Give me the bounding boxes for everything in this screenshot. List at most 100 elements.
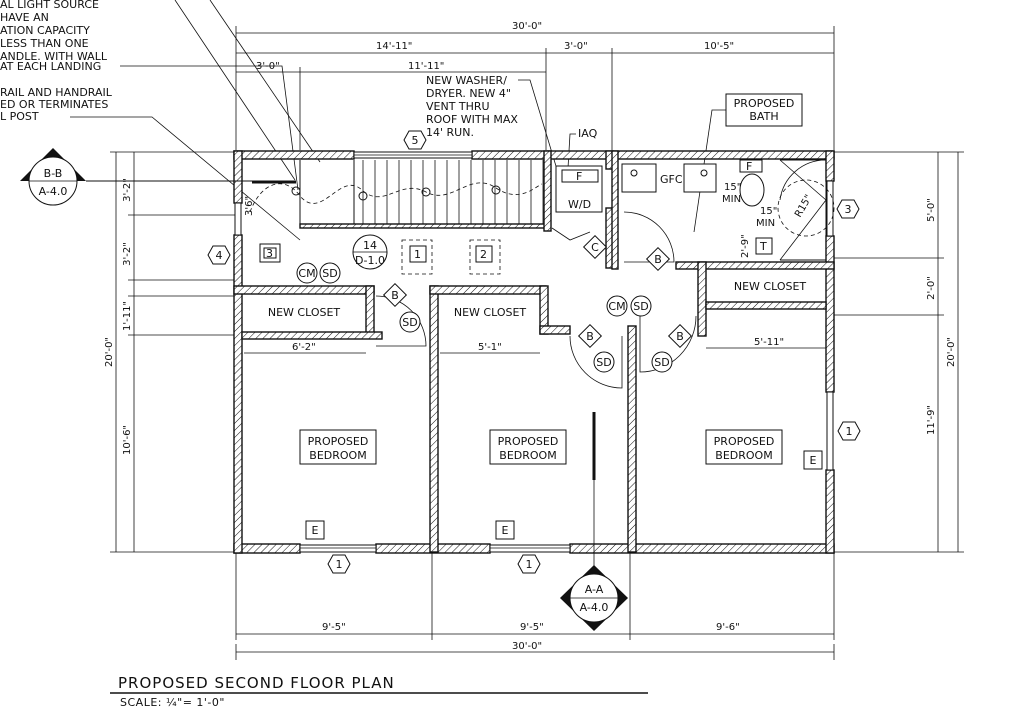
window-tag-text: 3 <box>845 203 852 216</box>
proposed-bath-note: PROPOSED BATH <box>693 93 803 233</box>
note-line: DRYER. NEW 4" <box>426 87 511 100</box>
egress-text: E <box>502 524 509 537</box>
closet-2-label: NEW CLOSET <box>454 306 527 319</box>
dim-top-right: 10'-5" <box>704 41 734 52</box>
dim-right-2: 2'-0" <box>926 276 937 300</box>
note-line: 14' RUN. <box>426 126 474 139</box>
washer-dryer: F W/D <box>555 165 603 213</box>
bedroom-1-line: BEDROOM <box>309 449 366 462</box>
note-line: ROOF WITH MAX <box>426 113 518 126</box>
laundry-bifold-door <box>551 227 591 241</box>
bedroom-2-line: PROPOSED <box>498 435 559 448</box>
detail-sheet: D-1.0 <box>355 254 385 267</box>
bedroom-2-label: PROPOSED BEDROOM <box>489 429 567 465</box>
door-tag-text: B <box>676 330 684 343</box>
note-line: ATION CAPACITY <box>0 24 90 37</box>
dim-bottom-1: 9'-5" <box>322 622 346 633</box>
egress-text: E <box>312 524 319 537</box>
left-dimensions: 20'-0" 3'-2" 3'-2" 1'-11" 10'-6" <box>104 151 236 553</box>
sd-text: SD <box>402 316 417 329</box>
door-tag-b: B <box>577 323 603 349</box>
handrail-note: RAIL AND HANDRAIL ED OR TERMINATES L POS… <box>0 86 113 123</box>
bedroom-1-line: PROPOSED <box>308 435 369 448</box>
bedroom-2-line: BEDROOM <box>499 449 556 462</box>
window-tag-text: 1 <box>336 558 343 571</box>
closet-3-label: NEW CLOSET <box>734 280 807 293</box>
window-tag-text: 5 <box>412 134 419 147</box>
dim-left-1: 3'-2" <box>122 178 133 202</box>
bedroom-3-label: PROPOSED BEDROOM <box>705 429 783 465</box>
door-tag-b: B <box>382 282 408 308</box>
section-marker-bb: B-B A-4.0 <box>20 148 296 206</box>
box-tag-2-text: 2 <box>480 248 487 261</box>
bath-min-1: 15" <box>724 182 741 193</box>
detail-number: 14 <box>363 239 377 252</box>
dim-left-4: 10'-6" <box>122 425 133 455</box>
sd-text: SD <box>596 356 611 369</box>
box-tag-3: 3 <box>259 243 281 263</box>
note-line: RAIL AND HANDRAIL <box>0 86 113 99</box>
window-tag-1: 1 <box>517 554 541 574</box>
egress-text: E <box>810 454 817 467</box>
shower-radius: R15" <box>793 193 815 220</box>
washer-dryer-note: NEW WASHER/ DRYER. NEW 4" VENT THRU ROOF… <box>426 74 566 197</box>
stair: 3'6" <box>244 160 544 224</box>
smoke-detector: SD <box>319 262 341 284</box>
bath-door-swing <box>623 211 675 263</box>
section-aa-sheet: A-4.0 <box>580 601 609 614</box>
cm-detector: CM <box>296 262 318 284</box>
iaq-label: IAQ <box>578 127 598 140</box>
section-marker-aa: A-A A-4.0 <box>560 565 628 631</box>
door-tag-b: B <box>667 323 693 349</box>
dim-stair-left: 3'-0" <box>256 61 280 72</box>
note-line: LESS THAN ONE <box>0 37 89 50</box>
note-line: ANDLE. WITH WALL <box>0 50 108 63</box>
window-tag-text: 1 <box>846 425 853 438</box>
stair-light-note: AL LIGHT SOURCE HAVE AN ATION CAPACITY L… <box>0 0 108 73</box>
dim-closet-2: 5'-1" <box>478 342 502 353</box>
leader-line <box>120 65 299 191</box>
dim-stair-run: 11'-11" <box>408 61 444 72</box>
leader-line <box>209 0 321 163</box>
sd-text: SD <box>654 356 669 369</box>
smoke-detector: SD <box>593 351 615 373</box>
leader-line <box>70 116 301 241</box>
note-line: HAVE AN <box>0 11 49 24</box>
bedroom-3-line: PROPOSED <box>714 435 775 448</box>
note-line: ED OR TERMINATES <box>0 98 108 111</box>
bedroom-3-door-swing <box>639 315 697 373</box>
detail-callout: 14 D-1.0 <box>352 234 388 270</box>
cm-text: CM <box>608 300 625 313</box>
walls <box>233 150 835 554</box>
wd-f-label: F <box>576 170 582 183</box>
box-tag-2: 2 <box>469 239 501 275</box>
door-tag-text: B <box>654 253 662 266</box>
note-line: L POST <box>0 110 39 123</box>
note-line: AL LIGHT SOURCE <box>0 0 99 11</box>
egress-tag: E <box>803 450 823 470</box>
bath-min-2-word: MIN <box>756 218 775 229</box>
top-dimensions: 30'-0" 14'-11" 3'-0" 10'-5" 3'-0" 11'-11… <box>235 21 835 150</box>
dim-bottom-3: 9'-6" <box>716 622 740 633</box>
dim-right-overall: 20'-0" <box>946 337 957 367</box>
dim-top-mid: 3'-0" <box>564 41 588 52</box>
bath-min-2: 15" <box>760 206 777 217</box>
windows <box>234 151 834 553</box>
bath-label-line: BATH <box>749 110 778 123</box>
door-tag-text: B <box>586 330 594 343</box>
note-line: VENT THRU <box>426 100 490 113</box>
smoke-detector: SD <box>651 351 673 373</box>
dim-right-1: 5'-0" <box>926 198 937 222</box>
cm-text: CM <box>298 267 315 280</box>
dim-right-3: 11'-9" <box>926 405 937 435</box>
door-tag-text: C <box>591 241 599 254</box>
note-line: NEW WASHER/ <box>426 74 507 87</box>
dim-top-left: 14'-11" <box>376 41 412 52</box>
dim-bath-2-9: 2'-9" <box>740 234 751 258</box>
section-aa-label: A-A <box>585 583 604 596</box>
smoke-detector: SD <box>399 311 421 333</box>
bedroom-2-door-swing <box>569 335 623 389</box>
drawing-scale: SCALE: ¼"= 1'-0" <box>120 696 225 709</box>
leader-line <box>174 0 296 181</box>
